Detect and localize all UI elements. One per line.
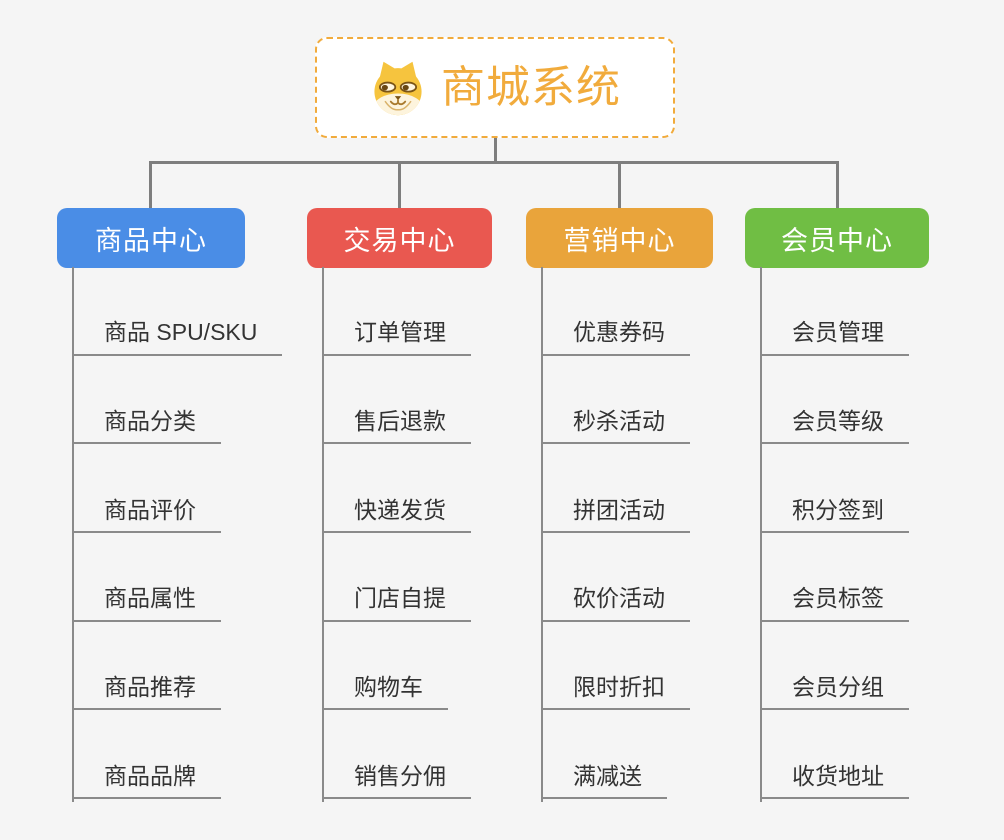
- child-topic[interactable]: 砍价活动: [541, 586, 690, 622]
- child-topic[interactable]: 商品品牌: [72, 763, 221, 800]
- child-topic[interactable]: 满减送: [541, 763, 667, 800]
- child-guide-line: [322, 267, 324, 802]
- child-topic[interactable]: 秒杀活动: [541, 408, 690, 445]
- child-topic[interactable]: 会员标签: [760, 586, 909, 622]
- root-node[interactable]: 商城系统: [315, 37, 675, 138]
- child-topic[interactable]: 订单管理: [322, 320, 471, 356]
- branch-label: 交易中心: [343, 225, 456, 256]
- child-topic[interactable]: 会员等级: [760, 408, 909, 445]
- branch-node-marketing-center[interactable]: 营销中心: [526, 208, 713, 268]
- child-topic[interactable]: 购物车: [322, 674, 448, 711]
- child-guide-line: [541, 267, 543, 802]
- connector-drop-branch-3: [618, 161, 621, 209]
- child-topic[interactable]: 商品属性: [72, 586, 221, 622]
- child-guide-line: [72, 267, 74, 802]
- child-topic[interactable]: 门店自提: [322, 586, 471, 622]
- branch-label: 营销中心: [563, 225, 676, 256]
- branch-label: 商品中心: [95, 225, 207, 256]
- branch-children-product: 商品 SPU/SKU 商品分类 商品评价 商品属性 商品推荐 商品品牌: [72, 267, 283, 800]
- child-topic[interactable]: 商品 SPU/SKU: [72, 320, 283, 356]
- child-topic[interactable]: 拼团活动: [541, 497, 690, 534]
- branch-node-trade-center[interactable]: 交易中心: [307, 208, 492, 268]
- branch-node-product-center[interactable]: 商品中心: [57, 208, 245, 268]
- connector-root-stem: [494, 138, 497, 164]
- child-topic[interactable]: 销售分佣: [322, 763, 471, 800]
- child-topic[interactable]: 商品推荐: [72, 674, 221, 711]
- connector-drop-branch-1: [149, 161, 152, 209]
- branch-children-marketing: 优惠券码 秒杀活动 拼团活动 砍价活动 限时折扣 满减送: [541, 267, 690, 800]
- child-topic[interactable]: 售后退款: [322, 408, 471, 445]
- child-topic[interactable]: 会员分组: [760, 674, 909, 711]
- child-topic[interactable]: 快递发货: [322, 497, 471, 534]
- branch-node-member-center[interactable]: 会员中心: [745, 208, 929, 268]
- child-topic[interactable]: 优惠券码: [541, 320, 690, 356]
- child-topic[interactable]: 限时折扣: [541, 674, 690, 711]
- child-topic[interactable]: 积分签到: [760, 497, 909, 534]
- child-topic[interactable]: 收货地址: [760, 763, 909, 800]
- branch-children-member: 会员管理 会员等级 积分签到 会员标签 会员分组 收货地址: [760, 267, 909, 800]
- dog-face-icon: [369, 59, 427, 117]
- child-topic[interactable]: 商品分类: [72, 408, 221, 445]
- connector-drop-branch-2: [398, 161, 401, 209]
- root-title: 商城系统: [441, 62, 621, 112]
- child-topic[interactable]: 会员管理: [760, 320, 909, 356]
- child-topic[interactable]: 商品评价: [72, 497, 221, 534]
- child-guide-line: [760, 267, 762, 802]
- branch-label: 会员中心: [781, 225, 893, 256]
- branch-children-trade: 订单管理 售后退款 快递发货 门店自提 购物车 销售分佣: [322, 267, 471, 800]
- connector-bus: [149, 161, 839, 164]
- connector-drop-branch-4: [836, 161, 839, 209]
